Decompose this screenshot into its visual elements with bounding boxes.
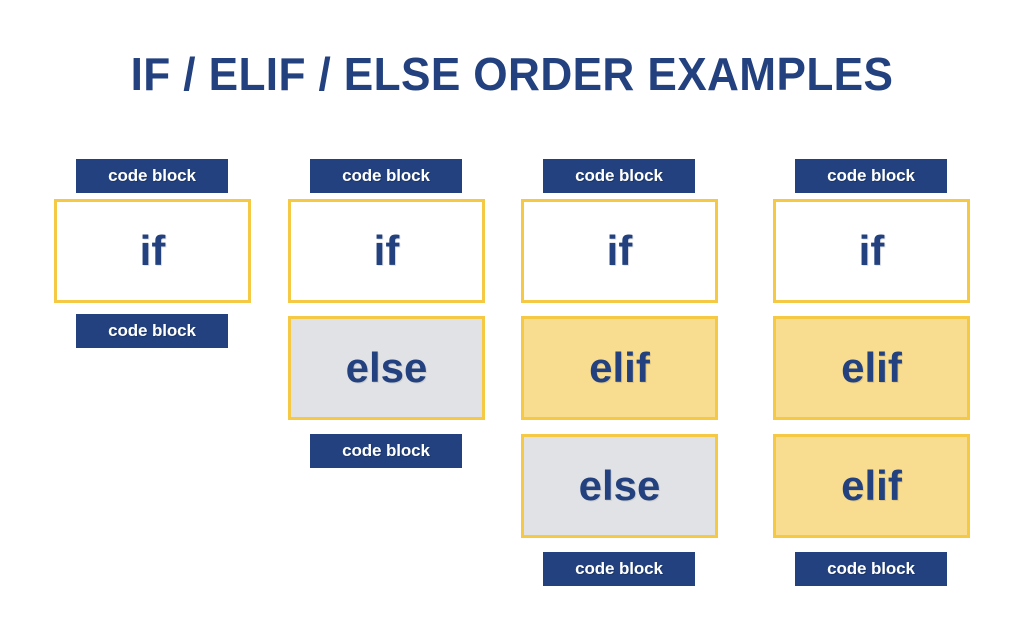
keyword-box-if: if — [773, 199, 970, 303]
code-block-badge-top: code block — [310, 159, 462, 193]
example-column-2: code block if else code block — [286, 0, 486, 644]
keyword-box-elif-2: elif — [773, 434, 970, 538]
example-column-4: code block if elif elif code block — [771, 0, 971, 644]
code-block-badge-top: code block — [543, 159, 695, 193]
code-block-badge-bottom: code block — [795, 552, 947, 586]
code-block-badge-top: code block — [76, 159, 228, 193]
keyword-box-elif-1: elif — [773, 316, 970, 420]
code-block-badge-bottom: code block — [310, 434, 462, 468]
keyword-box-if: if — [521, 199, 718, 303]
example-column-3: code block if elif else code block — [519, 0, 719, 644]
page-title: IF / ELIF / ELSE ORDER EXAMPLES — [130, 48, 894, 100]
code-block-badge-bottom: code block — [543, 552, 695, 586]
code-block-badge-bottom: code block — [76, 314, 228, 348]
keyword-box-else: else — [288, 316, 485, 420]
keyword-box-if: if — [54, 199, 251, 303]
example-column-1: code block if code block — [52, 0, 252, 644]
code-block-badge-top: code block — [795, 159, 947, 193]
keyword-box-elif: elif — [521, 316, 718, 420]
keyword-box-if: if — [288, 199, 485, 303]
keyword-box-else: else — [521, 434, 718, 538]
